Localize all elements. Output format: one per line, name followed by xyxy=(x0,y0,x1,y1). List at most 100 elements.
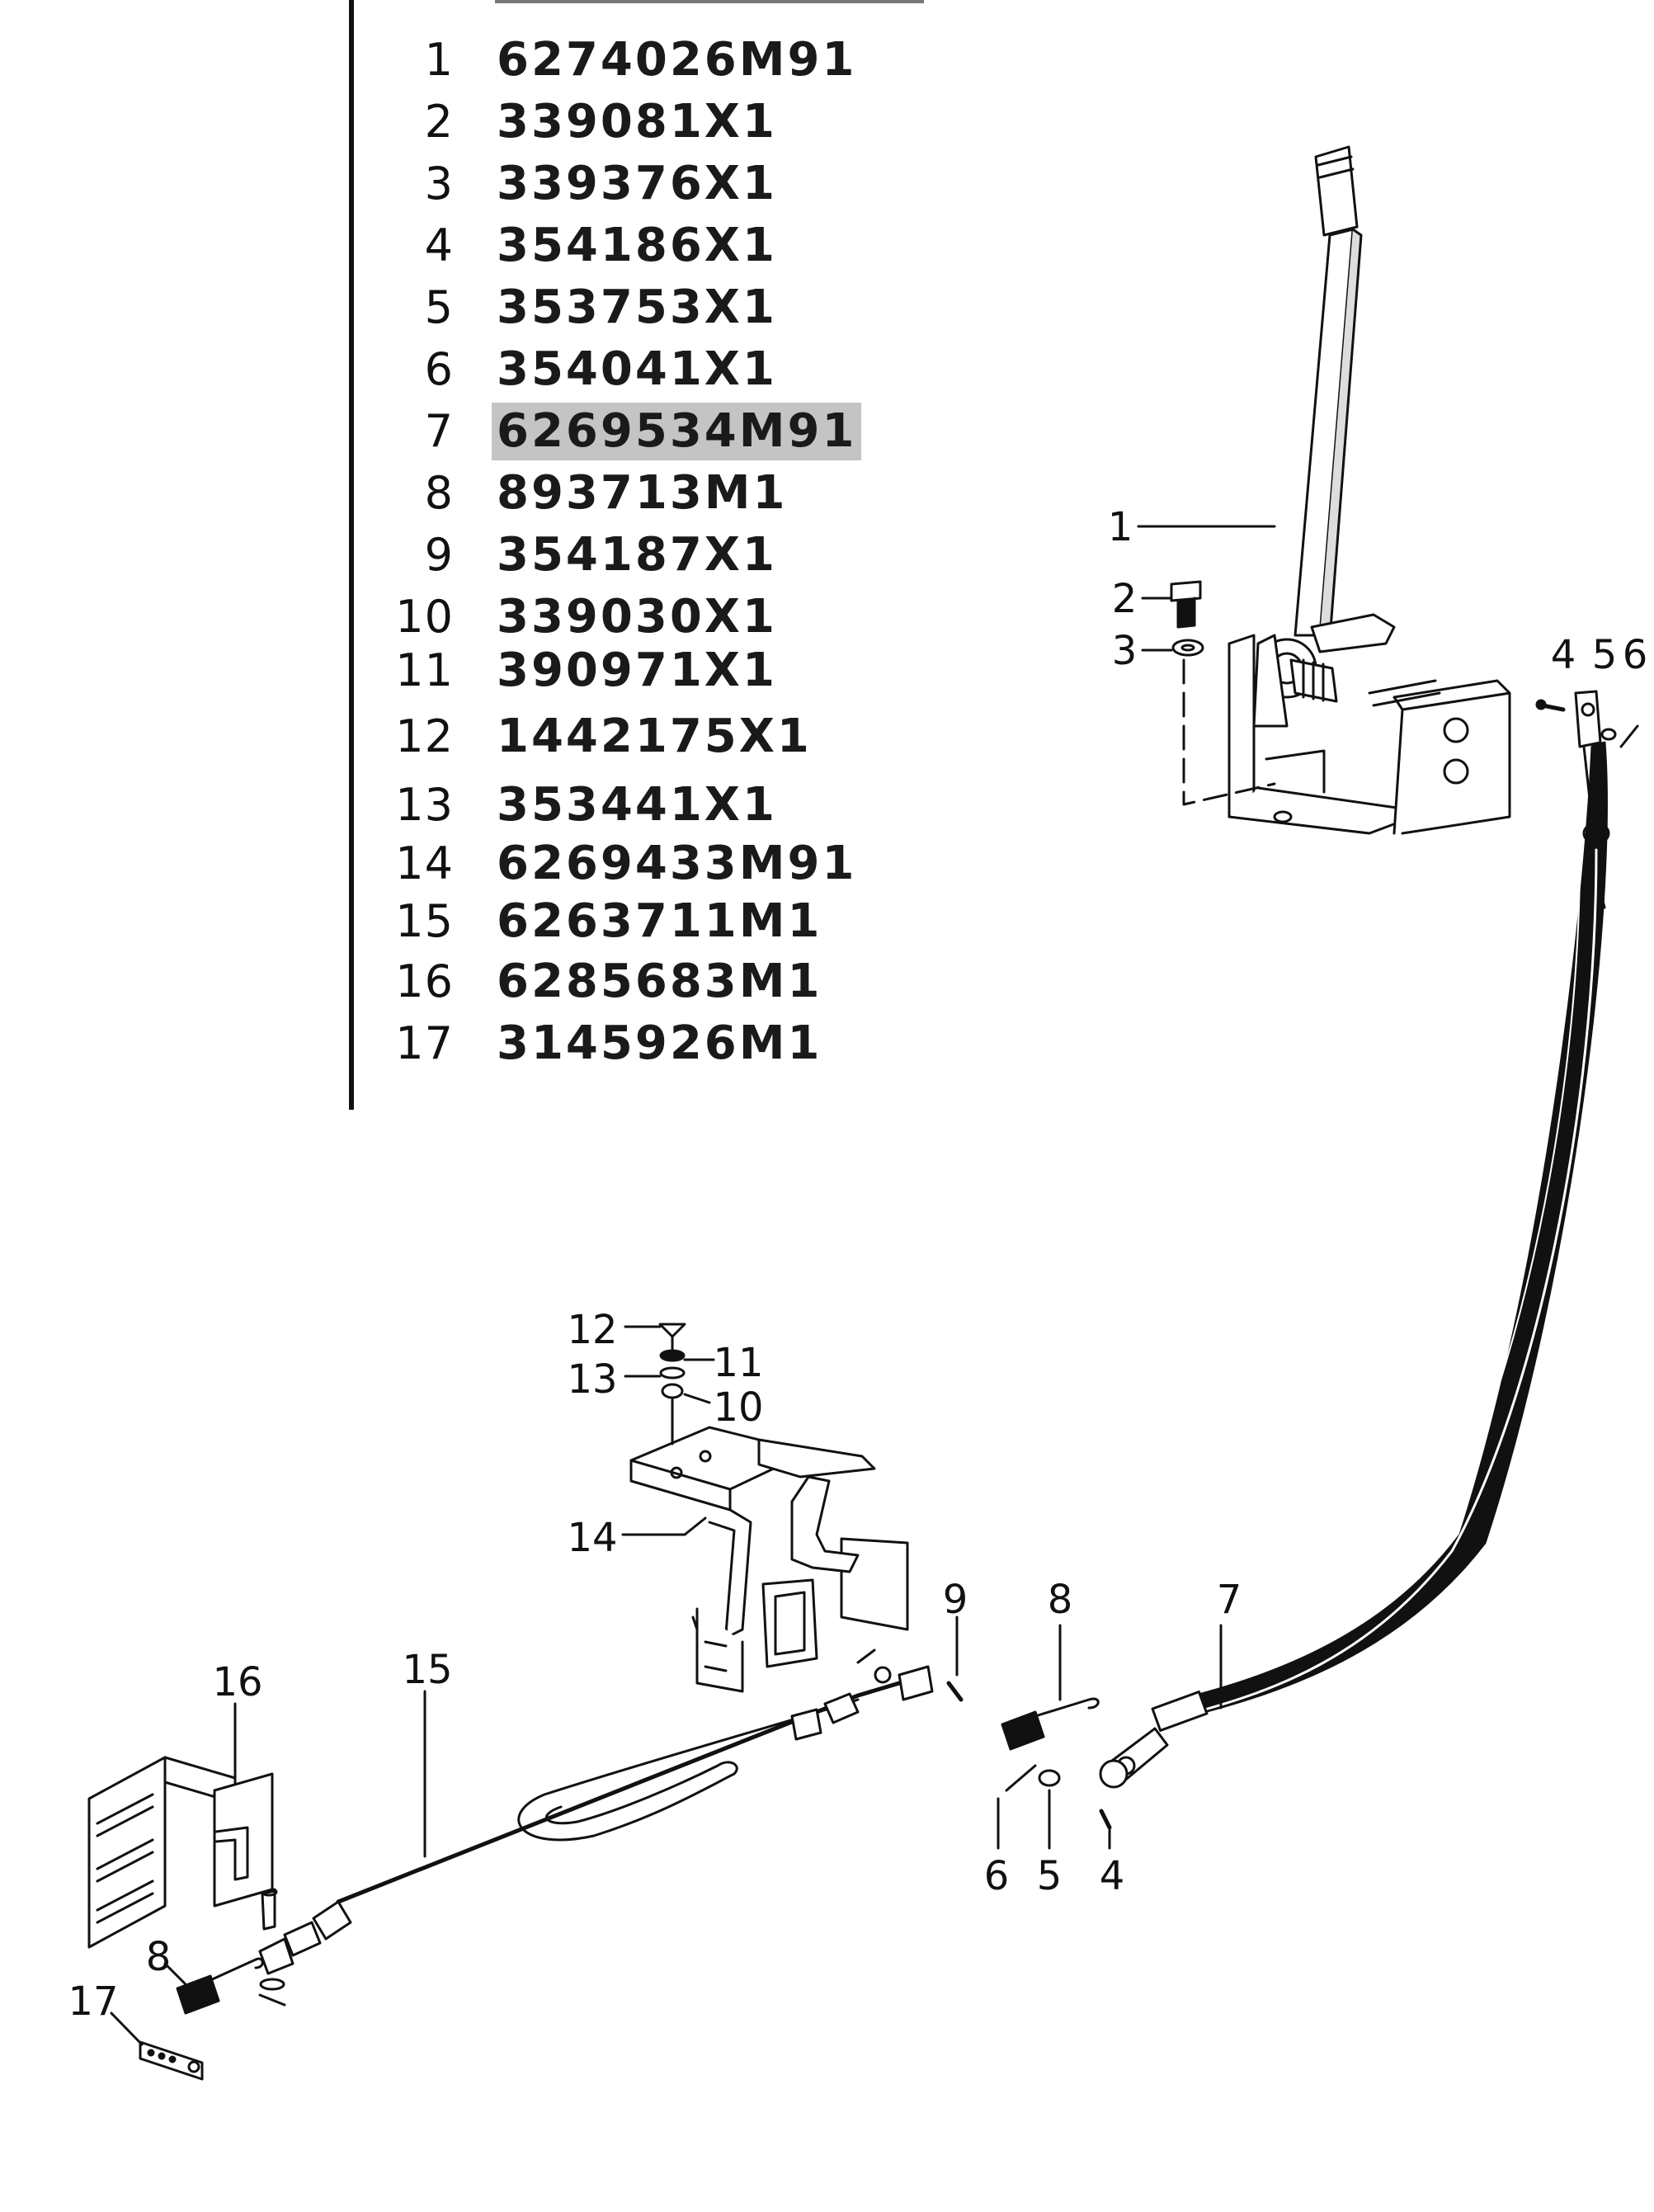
part-number[interactable]: 339030X1 xyxy=(497,590,777,644)
pin-top xyxy=(1535,699,1566,712)
table-row[interactable]: 11 390971X1 xyxy=(0,642,907,700)
part-number[interactable]: 353753X1 xyxy=(497,281,777,334)
callout-10: 10 xyxy=(713,1384,763,1431)
table-top-border xyxy=(495,0,924,3)
table-row[interactable]: 6 354041X1 xyxy=(0,341,907,399)
table-divider xyxy=(349,0,354,1110)
screw-top xyxy=(658,1323,686,1351)
callout-13: 13 xyxy=(567,1356,617,1403)
table-row[interactable]: 5 353753X1 xyxy=(0,279,907,337)
item-number: 9 xyxy=(424,529,454,581)
callout-4: 4 xyxy=(1551,632,1576,678)
parts-list: 1 6274026M91 2 339081X1 3 339376X1 4 354… xyxy=(0,0,924,1110)
bolt-top xyxy=(1170,580,1202,629)
part-number[interactable]: 6285683M1 xyxy=(497,955,822,1008)
flatwasher xyxy=(659,1366,686,1380)
item-number: 6 xyxy=(424,343,454,395)
shift-bracket[interactable] xyxy=(629,1426,909,1693)
callout-6: 6 xyxy=(1623,632,1648,678)
item-number: 5 xyxy=(424,281,454,333)
item-number: 10 xyxy=(395,591,454,643)
leader-line xyxy=(110,2012,144,2046)
item-number: 11 xyxy=(395,644,454,696)
table-row[interactable]: 14 6269433M91 xyxy=(0,835,907,893)
assembly-line xyxy=(1182,658,1276,806)
table-row[interactable]: 12 1442175X1 xyxy=(0,708,907,766)
item-number: 15 xyxy=(395,895,454,947)
table-row[interactable]: 17 3145926M1 xyxy=(0,1015,907,1073)
item-number: 4 xyxy=(424,219,454,271)
leader-line xyxy=(683,1516,707,1536)
upper-cable[interactable] xyxy=(1099,741,1610,1789)
part-number[interactable]: 6269534M91 xyxy=(492,403,862,460)
table-row[interactable]: 8 893713M1 xyxy=(0,465,907,522)
cotter-low xyxy=(258,1993,286,2007)
item-number: 8 xyxy=(424,467,454,519)
lower-cable[interactable] xyxy=(258,1681,902,1975)
callout-1: 1 xyxy=(1108,504,1133,550)
item-number: 7 xyxy=(424,405,454,457)
part-number[interactable]: 3145926M1 xyxy=(497,1016,822,1070)
pin-low xyxy=(260,1887,278,1931)
item-number: 17 xyxy=(395,1017,454,1069)
table-row[interactable]: 16 6285683M1 xyxy=(0,953,907,1011)
lever-pivot-spring xyxy=(1289,613,1396,703)
pin-mid2 xyxy=(1099,1809,1112,1830)
item-number: 1 xyxy=(424,34,454,86)
part-number[interactable]: 6263711M1 xyxy=(497,894,822,948)
table-row[interactable]: 13 353441X1 xyxy=(0,776,907,834)
part-number[interactable]: 353441X1 xyxy=(497,778,777,832)
plate-low xyxy=(139,2040,204,2081)
table-row[interactable]: 2 339081X1 xyxy=(0,93,907,151)
callout-5b: 5 xyxy=(1037,1853,1063,1899)
part-number[interactable]: 6269433M91 xyxy=(497,837,857,890)
callout-16: 16 xyxy=(212,1659,262,1705)
callout-12: 12 xyxy=(567,1307,617,1353)
part-number[interactable]: 339081X1 xyxy=(497,95,777,149)
spring-low xyxy=(176,1957,264,2015)
part-number[interactable]: 339376X1 xyxy=(497,157,777,210)
lockwasher xyxy=(659,1349,686,1362)
part-number[interactable]: 893713M1 xyxy=(497,466,788,520)
table-row[interactable]: 3 339376X1 xyxy=(0,155,907,213)
pin-mid xyxy=(946,1615,964,1702)
callout-3: 3 xyxy=(1112,628,1138,674)
callout-4b: 4 xyxy=(1100,1853,1125,1899)
item-number: 16 xyxy=(395,955,454,1007)
callout-2: 2 xyxy=(1112,576,1138,622)
callout-8: 8 xyxy=(1048,1577,1073,1623)
table-row[interactable]: 1 6274026M91 xyxy=(0,31,907,89)
part-number[interactable]: 354186X1 xyxy=(497,219,777,272)
item-number: 14 xyxy=(395,837,454,889)
clevis-top xyxy=(1574,690,1602,748)
table-row-highlighted[interactable]: 7 6269534M91 xyxy=(0,403,907,460)
item-number: 2 xyxy=(424,96,454,148)
washer-mid xyxy=(1038,1769,1061,1787)
item-number: 3 xyxy=(424,158,454,210)
washer-top2 xyxy=(1600,728,1617,741)
part-number[interactable]: 390971X1 xyxy=(497,644,777,697)
part-number[interactable]: 354041X1 xyxy=(497,342,777,396)
cotter-top xyxy=(1619,724,1639,748)
callout-8b: 8 xyxy=(146,1934,172,1980)
leader-line xyxy=(163,1962,191,1990)
mount-bracket[interactable] xyxy=(87,1756,274,1949)
washer-top xyxy=(1171,639,1204,657)
part-number[interactable]: 6274026M91 xyxy=(497,33,857,87)
washer-low xyxy=(259,1978,285,1991)
table-row[interactable]: 9 354187X1 xyxy=(0,526,907,584)
leader-line xyxy=(683,1393,711,1404)
table-row[interactable]: 10 339030X1 xyxy=(0,588,907,646)
clevis-mid xyxy=(856,1648,934,1701)
callout-6b: 6 xyxy=(984,1853,1010,1899)
table-row[interactable]: 15 6263711M1 xyxy=(0,893,907,950)
part-number[interactable]: 1442175X1 xyxy=(497,710,812,763)
spring-mid xyxy=(1001,1697,1100,1751)
lever-base-bracket xyxy=(1228,634,1511,835)
table-row[interactable]: 4 354186X1 xyxy=(0,217,907,275)
callout-15: 15 xyxy=(402,1647,452,1693)
callout-11: 11 xyxy=(713,1340,763,1386)
part-number[interactable]: 354187X1 xyxy=(497,528,777,582)
item-number: 12 xyxy=(395,710,454,762)
